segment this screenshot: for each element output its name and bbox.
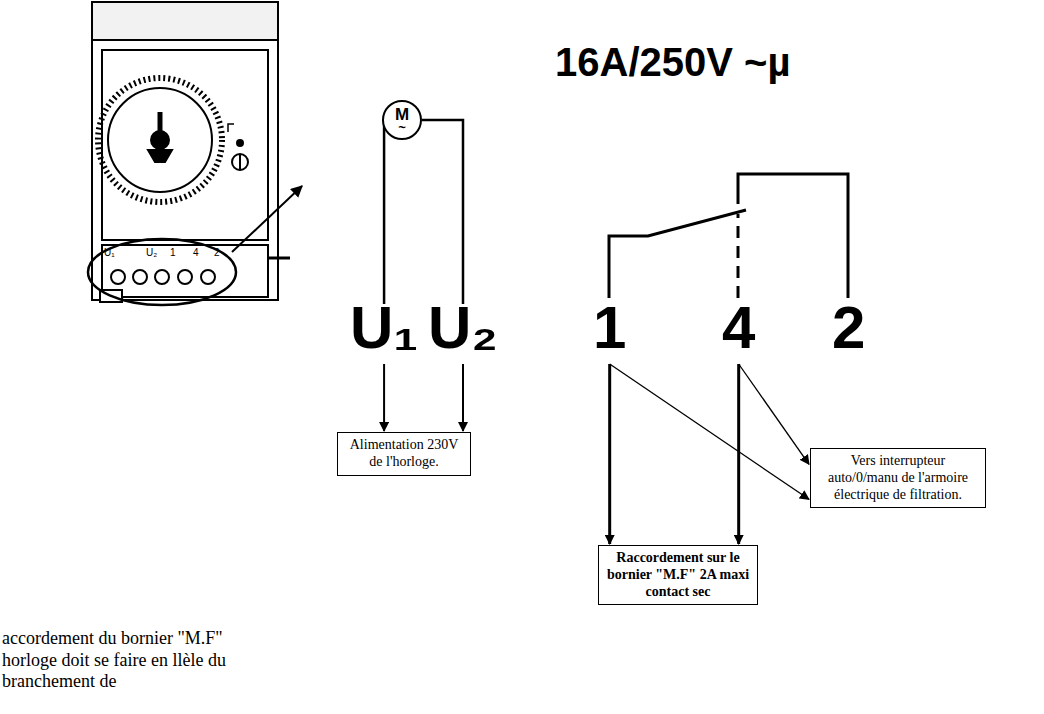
rating-heading: 16A/250V ~µ	[555, 38, 790, 86]
note-box: Alimentation 230V de l'horloge.	[337, 432, 471, 476]
arrow-connector	[462, 364, 464, 431]
terminal-label: 2	[832, 298, 865, 358]
motor-wire	[422, 120, 463, 304]
arrow-connector	[383, 364, 385, 431]
node-text: 4	[722, 298, 755, 358]
terminal-mark: U₁	[104, 247, 115, 259]
node-text: ~	[398, 122, 406, 134]
zoom-ellipse	[88, 239, 236, 305]
node-text: 1	[593, 298, 626, 358]
terminal-label: 4	[722, 298, 755, 358]
terminal-holes	[111, 270, 215, 284]
terminal-mark: 2	[214, 247, 220, 259]
node-text: Vers interrupteur auto/0/manu de l'armoi…	[817, 453, 979, 503]
note-box: Raccordement sur le bornier "M.F" 2A max…	[598, 545, 758, 605]
node-text: Raccordement sur le bornier "M.F" 2A max…	[605, 550, 751, 600]
note-box: Vers interrupteur auto/0/manu de l'armoi…	[810, 448, 986, 508]
terminal-label: U₁	[350, 298, 418, 358]
arrow-connector	[739, 364, 809, 464]
motor-symbol: M~	[382, 100, 422, 140]
relay-contact	[609, 174, 848, 298]
node-text: Alimentation 230V de l'horloge.	[344, 437, 464, 471]
node-text: U₂	[428, 298, 498, 358]
zoom-arrow	[232, 186, 302, 252]
arrow-connector	[610, 364, 809, 499]
motor-wire	[382, 120, 384, 304]
terminal-label: U₂	[428, 298, 498, 358]
node-text: 2	[832, 298, 865, 358]
arrow-connector	[737, 364, 740, 544]
node-text: U₁	[350, 298, 418, 358]
node-text: M	[395, 107, 409, 122]
terminal-mark: U₂	[146, 247, 157, 259]
terminal-mark: 1	[170, 247, 176, 259]
terminal-mark: 4	[193, 247, 199, 259]
note-text: accordement du bornier "M.F" horloge doi…	[2, 628, 252, 693]
terminal-label: 1	[593, 298, 626, 358]
arrow-connector	[608, 364, 611, 544]
timer-housing	[92, 2, 290, 302]
